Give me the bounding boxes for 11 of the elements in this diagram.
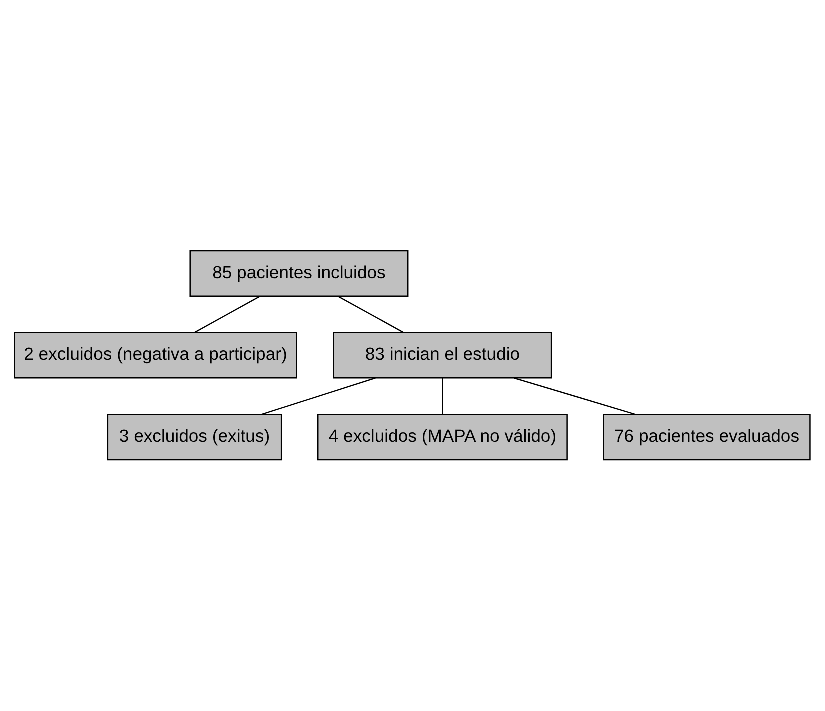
node-box: 4 excluidos (MAPA no válido): [317, 414, 568, 461]
connector: [194, 296, 261, 334]
node-box: 76 pacientes evaluados: [603, 414, 811, 461]
node-box: 85 pacientes incluidos: [190, 250, 409, 297]
node-box: 3 excluidos (exitus): [107, 414, 282, 461]
connector: [338, 296, 404, 334]
connector: [262, 378, 376, 416]
node-box: 2 excluidos (negativa a participar): [14, 332, 298, 379]
connector: [514, 378, 636, 416]
connector: [442, 378, 444, 414]
node-box: 83 inician el estudio: [333, 332, 552, 379]
